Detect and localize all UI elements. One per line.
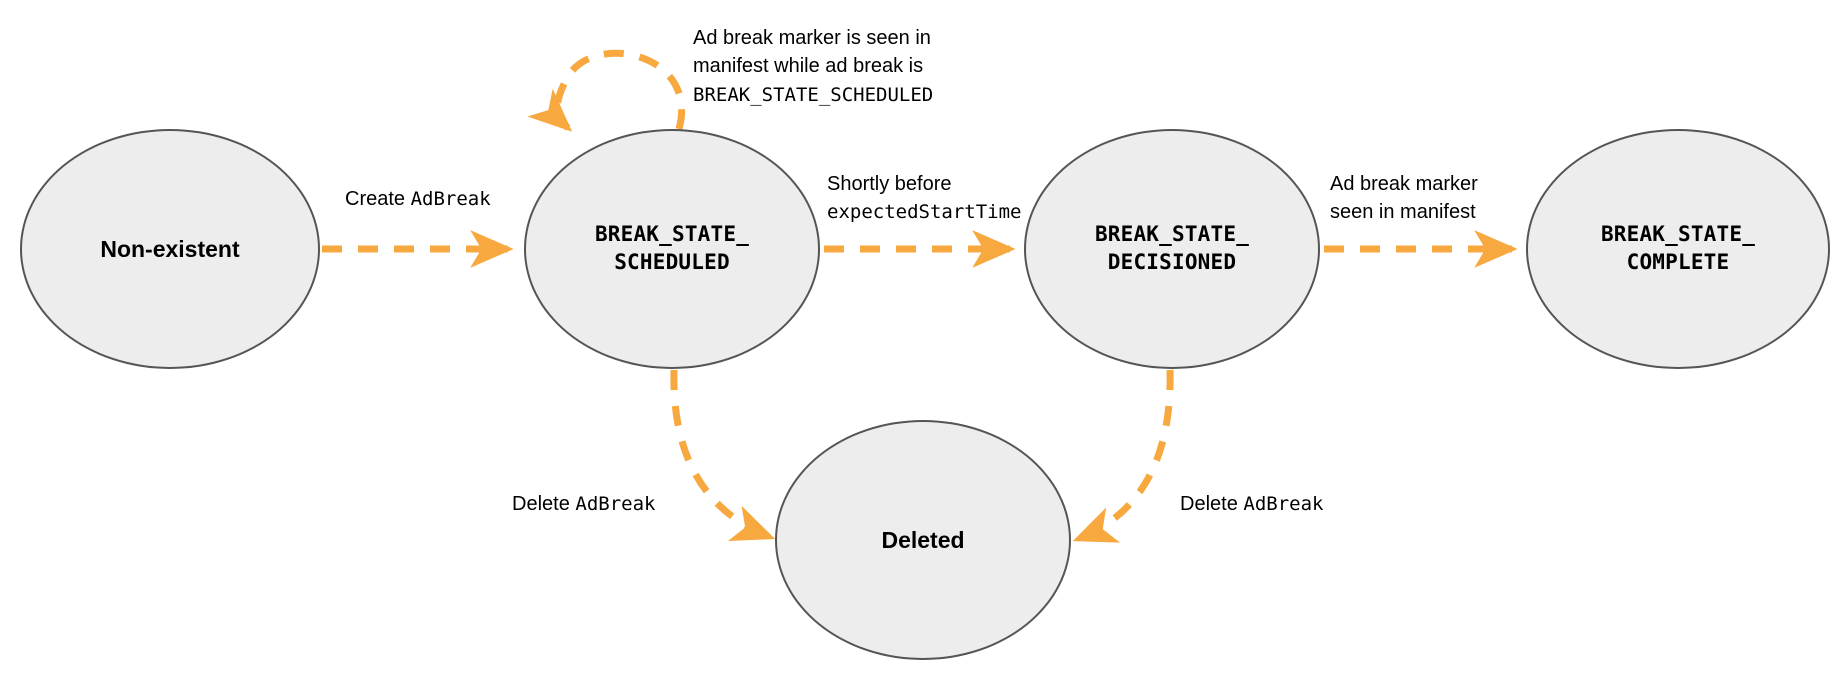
edge-label-segment: BREAK_STATE_SCHEDULED bbox=[693, 83, 934, 106]
state-node-break-state-complete[interactable]: BREAK_STATE_ COMPLETE bbox=[1526, 129, 1830, 369]
edge-decisioned-to-deleted bbox=[1072, 369, 1174, 543]
edge-label-create-adbreak: Create AdBreak bbox=[345, 185, 491, 213]
state-node-label: Deleted bbox=[881, 526, 965, 553]
edge-label-segment: Shortly before bbox=[827, 173, 952, 195]
state-node-deleted[interactable]: Deleted bbox=[775, 420, 1071, 660]
edge-label-segment: Ad break marker is seen in manifest whil… bbox=[693, 27, 931, 78]
edge-label-segment: Delete bbox=[1180, 493, 1244, 515]
edge-label-segment: Ad break marker seen in manifest bbox=[1330, 173, 1478, 224]
edge-label-segment: AdBreak bbox=[410, 188, 491, 210]
state-node-break-state-decisioned[interactable]: BREAK_STATE_ DECISIONED bbox=[1024, 129, 1320, 369]
state-node-label: BREAK_STATE_ DECISIONED bbox=[1094, 222, 1250, 274]
edge-label-segment: expectedStartTime bbox=[827, 201, 1022, 224]
state-node-break-state-scheduled[interactable]: BREAK_STATE_ SCHEDULED bbox=[524, 129, 820, 369]
edge-label-segment: AdBreak bbox=[1243, 493, 1324, 515]
edge-label-scheduled-to-decisioned: Shortly before expectedStartTime bbox=[827, 170, 1021, 227]
edge-self-loop-scheduled bbox=[527, 49, 685, 132]
edge-label-segment: Create bbox=[345, 188, 411, 210]
edge-label-segment: AdBreak bbox=[575, 493, 656, 515]
state-node-label: BREAK_STATE_ SCHEDULED bbox=[594, 222, 750, 274]
edge-label-decisioned-to-deleted: Delete AdBreak bbox=[1180, 490, 1323, 518]
state-node-label: BREAK_STATE_ COMPLETE bbox=[1600, 222, 1756, 274]
state-node-non-existent[interactable]: Non-existent bbox=[20, 129, 320, 369]
edge-scheduled-to-deleted bbox=[670, 369, 776, 542]
edge-label-scheduled-to-deleted: Delete AdBreak bbox=[512, 490, 655, 518]
edge-label-segment: Delete bbox=[512, 493, 576, 515]
state-node-label: Non-existent bbox=[100, 235, 240, 262]
edge-label-decisioned-to-complete: Ad break marker seen in manifest bbox=[1330, 170, 1478, 227]
edge-label-self-loop-scheduled: Ad break marker is seen in manifest whil… bbox=[693, 24, 933, 109]
